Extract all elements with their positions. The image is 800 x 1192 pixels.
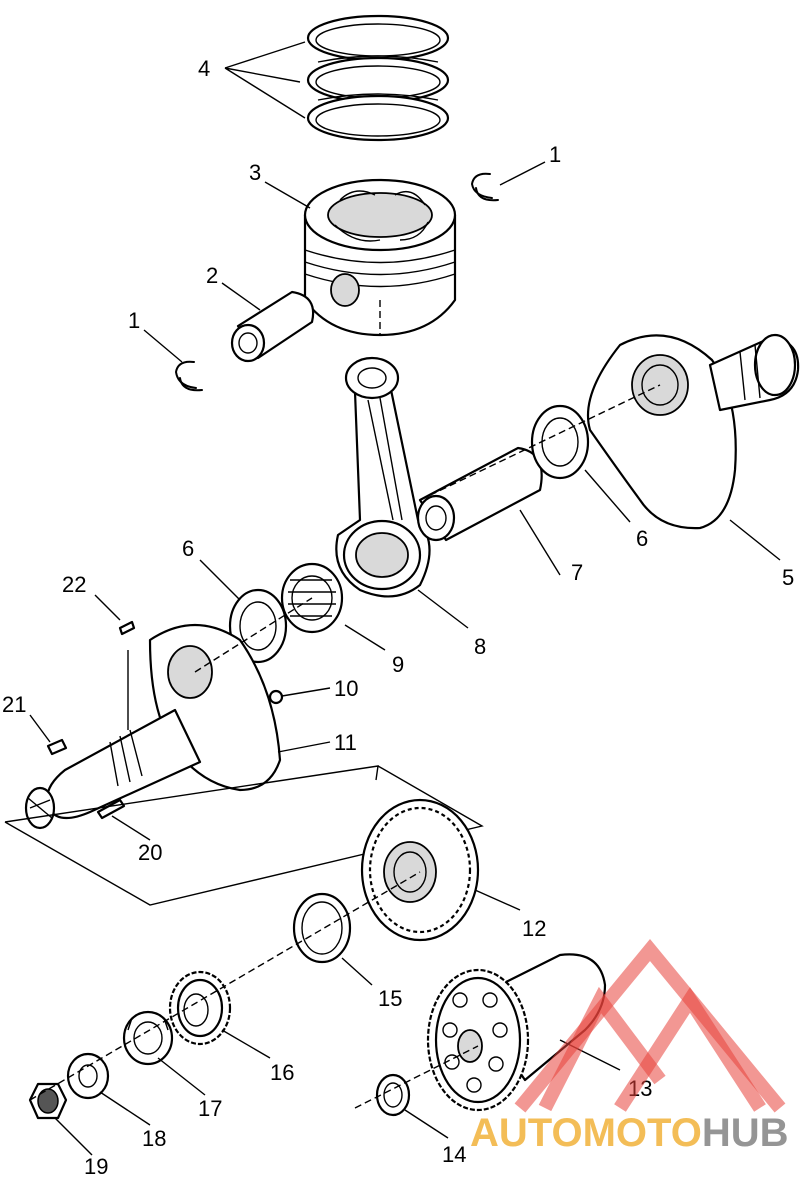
callout-5: 5 <box>782 565 794 590</box>
callout-11: 11 <box>334 730 357 755</box>
crankshaft-left-half <box>24 624 282 830</box>
center-lines <box>29 300 661 1109</box>
callout-6b: 6 <box>636 526 648 551</box>
callout-2: 2 <box>206 263 218 288</box>
callout-10: 10 <box>334 676 358 701</box>
crank-gear <box>360 798 480 942</box>
callout-12: 12 <box>522 916 546 941</box>
callout-17: 17 <box>198 1096 222 1121</box>
callout-19: 19 <box>84 1154 108 1179</box>
callout-14: 14 <box>442 1142 466 1167</box>
nut-19 <box>28 1082 68 1120</box>
watermark-triangle-outer <box>514 938 786 1113</box>
piston <box>303 178 457 337</box>
washer-15 <box>292 892 352 964</box>
ball-10 <box>268 689 284 705</box>
callout-3: 3 <box>249 160 261 185</box>
callout-18: 18 <box>142 1126 166 1151</box>
washer-14 <box>375 1073 411 1117</box>
watermark-text: AUTOMOTOHUB <box>470 1111 789 1155</box>
callout-15: 15 <box>378 986 402 1011</box>
crankshaft-right-half <box>586 333 800 530</box>
key-21 <box>46 738 68 756</box>
crank-pin <box>416 446 543 542</box>
callout-16: 16 <box>270 1060 294 1085</box>
watermark-text-auto: AUTO <box>470 1111 583 1155</box>
callout-21: 21 <box>2 692 26 717</box>
connecting-rod <box>335 356 431 598</box>
circlip-top <box>471 172 499 202</box>
circlip-left <box>175 360 203 392</box>
watermark-triangle-right <box>614 987 766 1112</box>
pin-22 <box>118 620 136 636</box>
slotted-nut-17 <box>122 1010 174 1066</box>
piston-rings <box>306 14 450 142</box>
callout-22: 22 <box>62 572 86 597</box>
assembly-outline <box>4 765 484 906</box>
washer-18 <box>66 1052 110 1100</box>
gear-16 <box>168 970 232 1046</box>
watermark-triangle-inner <box>538 986 666 1112</box>
balance-gear-13 <box>426 953 607 1112</box>
callout-7: 7 <box>571 560 583 585</box>
callout-6a: 6 <box>182 536 194 561</box>
watermark-logo: AUTOMOTOHUB <box>470 938 789 1155</box>
callout-labels: 4 1 3 2 1 6 7 5 6 22 9 8 10 21 11 20 12 … <box>2 56 794 1179</box>
callout-8: 8 <box>474 634 486 659</box>
callout-1b: 1 <box>128 308 140 333</box>
watermark-text-moto: MOTO <box>583 1111 702 1155</box>
watermark-text-hub: HUB <box>702 1111 789 1155</box>
leader-lines <box>29 41 781 1156</box>
wrist-pin <box>230 290 315 363</box>
thrust-washer-right <box>530 404 590 480</box>
callout-9: 9 <box>392 652 404 677</box>
callout-1a: 1 <box>549 142 561 167</box>
callout-20: 20 <box>138 840 162 865</box>
callout-4: 4 <box>198 56 210 81</box>
